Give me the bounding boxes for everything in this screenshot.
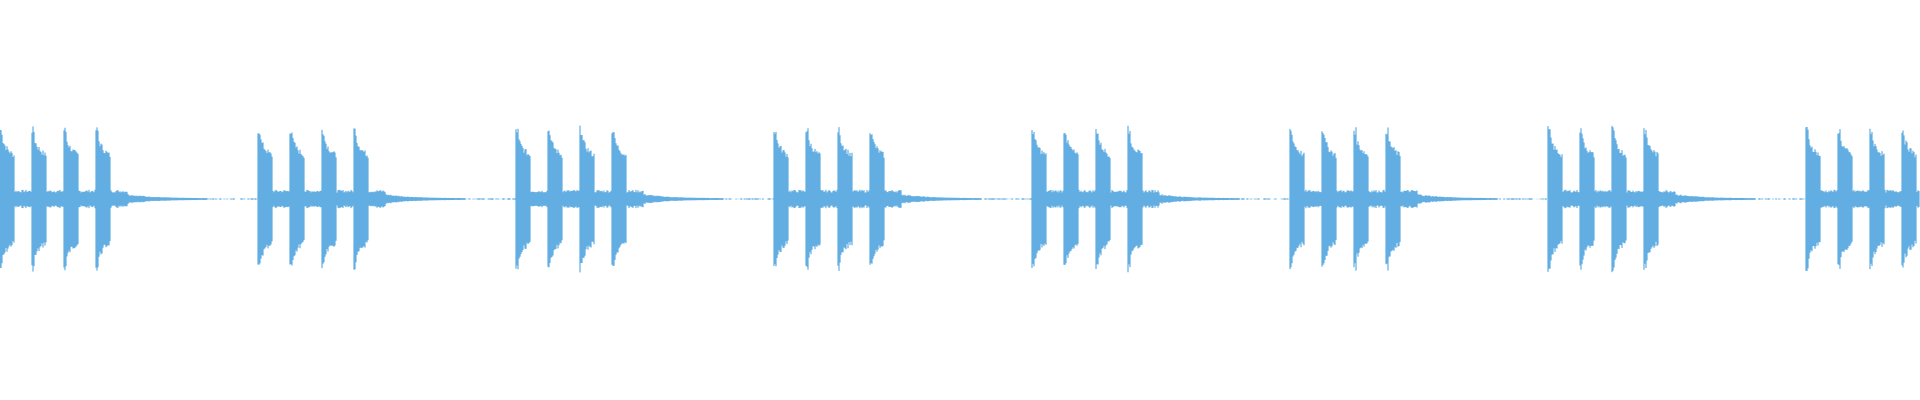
waveform-path <box>0 125 1920 273</box>
